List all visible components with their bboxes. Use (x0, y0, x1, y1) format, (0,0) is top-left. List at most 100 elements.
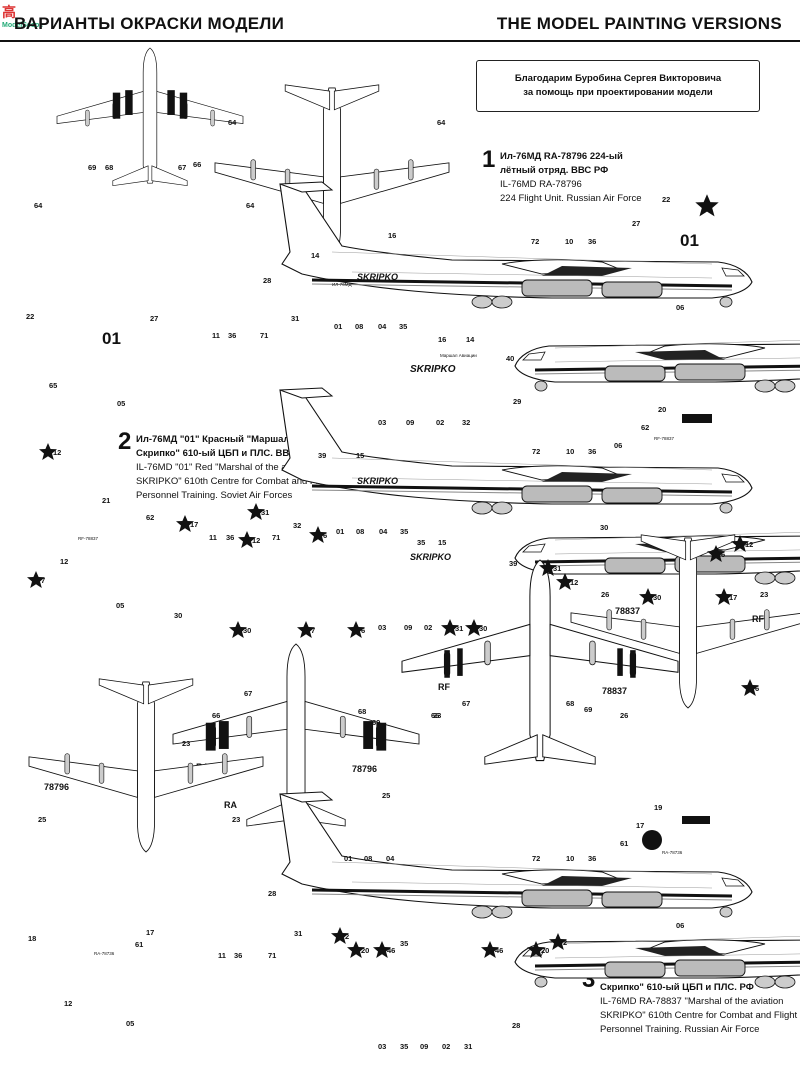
svg-text:12: 12 (745, 540, 753, 549)
svg-text:67: 67 (244, 689, 252, 698)
svg-text:17: 17 (729, 593, 737, 602)
svg-text:31: 31 (553, 564, 561, 573)
svg-text:01: 01 (336, 527, 344, 536)
v2-registration: RF-78837 (654, 436, 675, 441)
v3-registration: RA-78736 (662, 850, 683, 855)
svg-text:2: 2 (563, 938, 567, 947)
svg-text:25: 25 (382, 791, 390, 800)
svg-text:36: 36 (588, 447, 596, 456)
svg-text:05: 05 (126, 1019, 134, 1028)
version-1-number: 1 (482, 146, 496, 173)
v1-top-planform (56, 47, 244, 186)
svg-text:30: 30 (243, 626, 251, 635)
svg-text:36: 36 (588, 237, 596, 246)
v3-callouts: 67 66 68 69 23 25 25 23 19 17 61 01 08 0… (28, 689, 684, 1051)
svg-text:17: 17 (190, 520, 198, 529)
svg-text:64: 64 (437, 118, 446, 127)
svg-text:22: 22 (662, 195, 670, 204)
svg-text:17: 17 (636, 821, 644, 830)
svg-text:21: 21 (102, 496, 110, 505)
svg-text:39: 39 (318, 451, 326, 460)
svg-text:26: 26 (620, 711, 628, 720)
v1-callouts: 69 68 67 66 64 64 64 64 16 14 28 31 01 0… (26, 118, 684, 427)
v1-side-view: 01 SKRIPKO ИЛ-76МД (278, 180, 754, 310)
svg-text:6: 6 (755, 684, 759, 693)
svg-text:27: 27 (150, 314, 158, 323)
svg-text:08: 08 (355, 322, 363, 331)
svg-text:6: 6 (721, 550, 725, 559)
svg-text:31: 31 (261, 508, 269, 517)
svg-text:69: 69 (372, 718, 380, 727)
v1-left-nose-small: Маршал Авиации (440, 353, 477, 358)
svg-text:30: 30 (174, 611, 182, 620)
svg-text:64: 64 (246, 201, 255, 210)
v2-wing-reg-left: RF (438, 682, 450, 692)
svg-text:06: 06 (676, 921, 684, 930)
svg-text:14: 14 (466, 335, 475, 344)
svg-text:40: 40 (506, 354, 514, 363)
svg-text:20: 20 (541, 946, 549, 955)
svg-text:71: 71 (272, 533, 280, 542)
svg-text:31: 31 (291, 314, 299, 323)
v2-callouts: 20 62 39 15 72 10 36 06 32 01 08 04 35 3… (60, 405, 768, 720)
svg-text:65: 65 (49, 381, 57, 390)
svg-text:35: 35 (417, 538, 425, 547)
svg-text:69: 69 (584, 705, 592, 714)
svg-text:7: 7 (311, 626, 315, 635)
v1-model-code: ИЛ-76МД (332, 282, 352, 287)
v2-bottom-wing-reg-b: RF (752, 614, 764, 624)
svg-text:27: 27 (632, 219, 640, 228)
svg-text:04: 04 (386, 854, 395, 863)
svg-text:03: 03 (378, 623, 386, 632)
svg-text:04: 04 (378, 322, 387, 331)
svg-text:30: 30 (600, 523, 608, 532)
svg-text:20: 20 (361, 946, 369, 955)
svg-text:29: 29 (513, 397, 521, 406)
svg-text:61: 61 (620, 839, 628, 848)
svg-text:69: 69 (88, 163, 96, 172)
svg-text:20: 20 (658, 405, 666, 414)
v3-wing-reg-right: 78796 (352, 764, 377, 774)
svg-text:31: 31 (464, 1042, 472, 1051)
svg-text:26: 26 (601, 590, 609, 599)
version-2-number: 2 (118, 428, 132, 455)
svg-text:16: 16 (438, 335, 446, 344)
svg-text:67: 67 (462, 699, 470, 708)
svg-text:12: 12 (64, 999, 72, 1008)
svg-text:68: 68 (566, 699, 574, 708)
v1-nose-name: SKRIPKO (357, 272, 398, 282)
svg-text:66: 66 (193, 160, 201, 169)
svg-text:23: 23 (182, 739, 190, 748)
svg-text:11: 11 (218, 951, 226, 960)
svg-text:35: 35 (399, 322, 407, 331)
header-title-ru: ВАРИАНТЫ ОКРАСКИ МОДЕЛИ (14, 14, 285, 33)
header-title-en: THE MODEL PAINTING VERSIONS (496, 14, 782, 33)
svg-text:68: 68 (358, 707, 366, 716)
svg-text:28: 28 (512, 1021, 520, 1030)
svg-text:03: 03 (378, 1042, 386, 1051)
v2-bottom-wing-reg: 78837 (615, 606, 640, 616)
svg-text:23: 23 (433, 711, 441, 720)
svg-text:23: 23 (760, 590, 768, 599)
svg-text:25: 25 (38, 815, 46, 824)
svg-text:36: 36 (226, 533, 234, 542)
svg-text:36: 36 (234, 951, 242, 960)
v3-top-planform (172, 643, 420, 827)
svg-text:10: 10 (565, 237, 573, 246)
svg-text:12: 12 (60, 557, 68, 566)
v2-star-markers: 12 17 12 31 7 6 30 7 6 31 30 6 12 31 12 … (27, 443, 759, 696)
svg-text:6: 6 (361, 626, 365, 635)
svg-text:18: 18 (28, 934, 36, 943)
svg-text:61: 61 (135, 940, 143, 949)
svg-text:12: 12 (570, 578, 578, 587)
svg-text:72: 72 (531, 237, 539, 246)
svg-text:66: 66 (212, 711, 220, 720)
svg-text:10: 10 (566, 854, 574, 863)
svg-text:03: 03 (378, 418, 386, 427)
svg-text:39: 39 (509, 559, 517, 568)
svg-text:02: 02 (436, 418, 444, 427)
v3-bottom-wing-reg: 78796 (44, 782, 69, 792)
v2-wing-reg-right: 78837 (602, 686, 627, 696)
svg-text:35: 35 (400, 1042, 408, 1051)
